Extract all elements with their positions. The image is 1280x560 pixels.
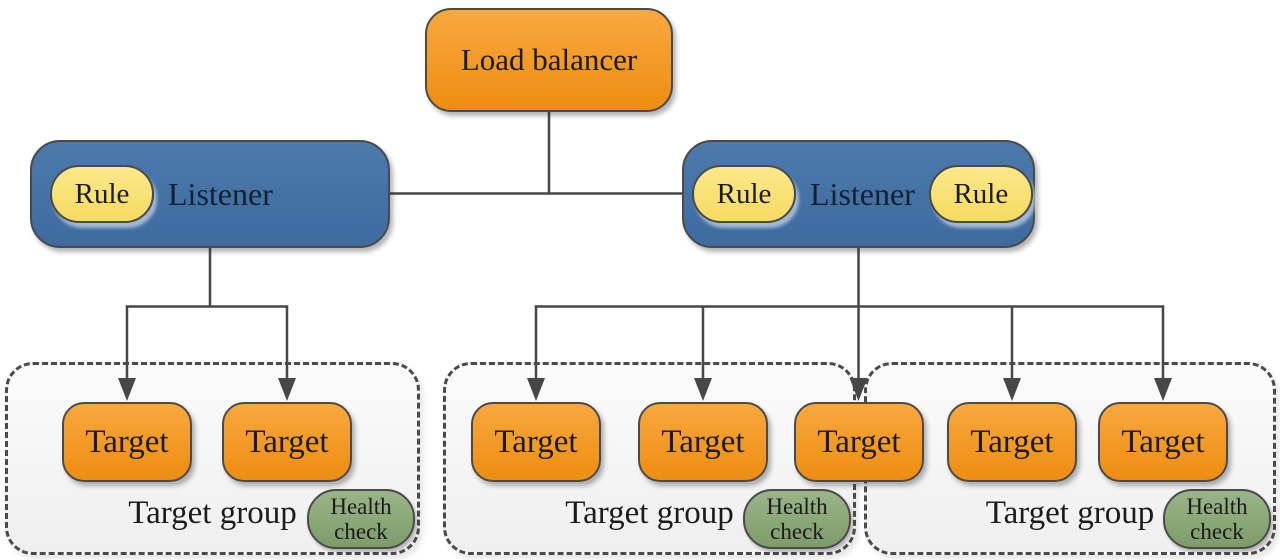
target-node-2: Target [222,402,352,482]
health-check-badge-2: Health check [743,489,851,549]
load-balancer-node: Load balancer [425,8,673,112]
target-node-5: Target [794,402,924,482]
listener-node-2: Rule Listener Rule [682,140,1035,248]
listener-2-label: Listener [810,175,915,212]
rule-badge-3: Rule [928,165,1033,223]
target-node-7: Target [1098,402,1228,482]
health-check-badge-1: Health check [307,489,415,549]
health-check-badge-3: Health check [1163,489,1271,549]
rule-badge-1: Rule [50,165,154,223]
target-node-4: Target [638,402,768,482]
target-group-1-label: Target group [128,495,297,531]
listener-node-1: Rule Listener [30,140,390,248]
target-node-1: Target [62,402,192,482]
target-group-3-label: Target group [985,495,1155,531]
listener-1-label: Listener [168,175,273,212]
rule-badge-2: Rule [692,165,796,223]
target-node-6: Target [947,402,1077,482]
target-group-2-label: Target group [565,495,734,531]
target-node-3: Target [471,402,601,482]
